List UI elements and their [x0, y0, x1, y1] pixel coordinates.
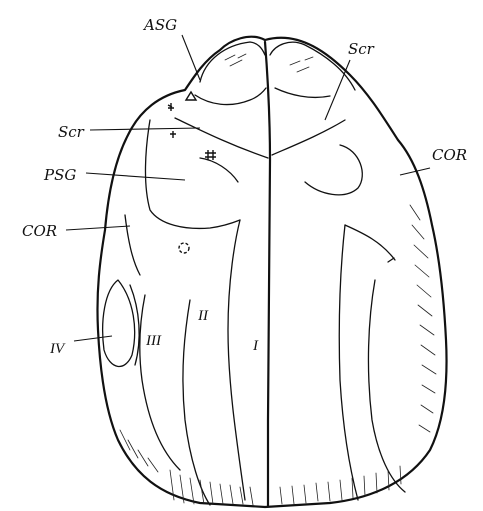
label-roman-3: III — [145, 333, 162, 349]
right-hemisphere-sulci — [272, 88, 405, 500]
frontal-poles — [200, 42, 355, 90]
label-roman-4: IV — [49, 341, 66, 357]
label-asg: ASG — [142, 16, 177, 34]
label-cor-right: COR — [432, 146, 467, 164]
label-roman-1: I — [252, 338, 259, 354]
label-cor-left: COR — [22, 222, 57, 240]
midline-fissure — [265, 42, 270, 506]
shading-hatch — [120, 205, 436, 505]
label-scr-left: Scr — [58, 123, 85, 141]
label-scr-top: Scr — [348, 40, 375, 58]
label-psg: PSG — [43, 166, 76, 184]
label-roman-2: II — [197, 308, 209, 324]
left-hemisphere-sulci — [103, 88, 268, 505]
leader-lines — [66, 35, 430, 341]
brain-outline — [97, 37, 446, 507]
